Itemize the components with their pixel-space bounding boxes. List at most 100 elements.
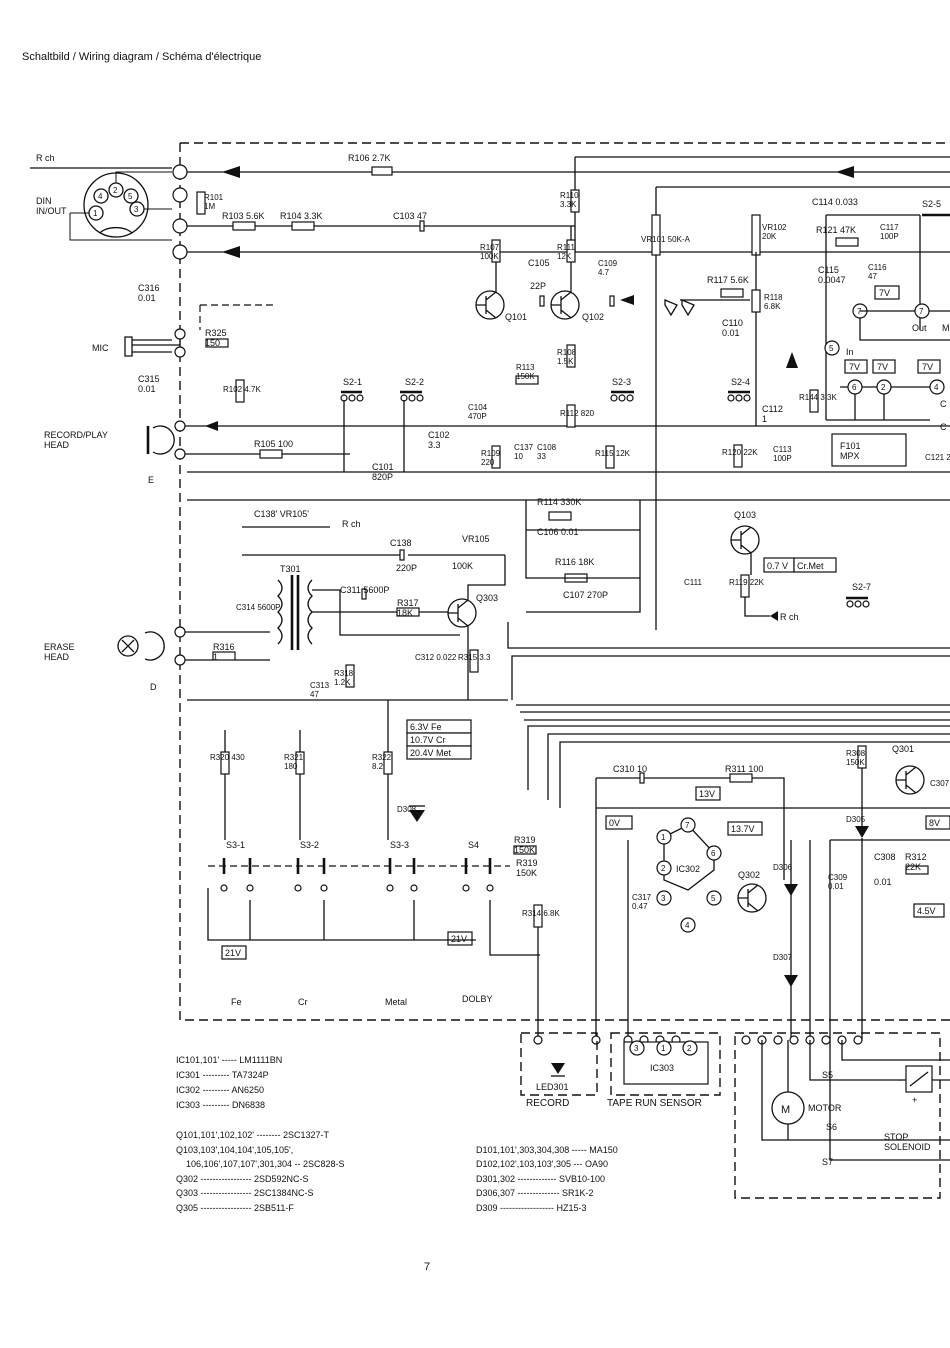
diagram-label: 20.4V Met (410, 748, 452, 758)
diagram-label: R102 4.7K (223, 385, 261, 394)
mpx-filter-f101 (831, 433, 907, 467)
diagram-label: 21V (225, 948, 241, 958)
diagram-label: Q305 ----------------- 2SB511-F (176, 1203, 294, 1213)
diagram-label: C138 (390, 538, 412, 548)
diagram-label: 6 (852, 383, 857, 392)
diagram-label: 4.5V (917, 906, 936, 916)
resistor-r105 (259, 449, 283, 459)
parts-list-diodes: D101,101',303,304,308 ----- MA150 D102,1… (476, 1145, 618, 1213)
diagram-label: Cr.Met (797, 561, 824, 571)
page-number: 7 (424, 1261, 430, 1273)
transformer-t301: T301 (277, 564, 313, 650)
diagram-label: S5 (822, 1070, 833, 1080)
resistor-r108 (566, 344, 576, 368)
diagram-label: D301,302 ------------- SVB10-100 (476, 1174, 605, 1184)
diagram-label: S2-2 (405, 377, 424, 387)
capacitor-c109 (609, 295, 615, 307)
diagram-label: 4 (934, 383, 939, 392)
diagram-label: C107 270P (563, 590, 608, 600)
diagram-label: 3 (634, 1044, 639, 1053)
diagram-label: Q303 ----------------- 2SC1384NC-S (176, 1188, 314, 1198)
diagram-label: S2-5 (922, 199, 941, 209)
diagram-label: C121 220 (925, 453, 950, 462)
diagram-label: E (148, 475, 154, 485)
resistor-r316 (212, 651, 236, 661)
diagram-label: 106,106',107,107',301,304 -- 2SC828-S (186, 1159, 345, 1169)
resistor-r311 (729, 773, 753, 783)
diagram-label: + (912, 1095, 917, 1105)
diagram-label: C314 5600P (236, 603, 280, 612)
diagram-label: IC303 --------- DN6838 (176, 1100, 265, 1110)
diagram-label: S2-7 (852, 582, 871, 592)
voltage-box-13v (695, 786, 721, 801)
diagram-label: R105 100 (254, 439, 293, 449)
resistor-r115 (605, 445, 615, 469)
diagram-label: R120 22K (722, 448, 758, 457)
diagram-label: C312 0.022 (415, 653, 457, 662)
capacitor-c105 (539, 295, 545, 307)
diagram-label: IC302 (676, 864, 700, 874)
diagram-label: 2 (687, 1044, 692, 1053)
diagram-label: DOLBY (462, 994, 493, 1004)
diagram-label: 22P (530, 281, 546, 291)
capacitor-c138 (399, 549, 405, 561)
diagram-label: D305 (846, 815, 866, 824)
diagram-label: 7 (919, 307, 924, 316)
diagram-label: C (940, 422, 947, 432)
diagram-label: D306 (773, 863, 793, 872)
diagram-label: R114 330K (537, 497, 581, 507)
switch-bank-s3: S3-1 S3-2 S3-3 S4 (208, 840, 510, 892)
diagram-label: R117 5.6K (707, 275, 749, 285)
switch-s2-3: S2-3 (610, 377, 634, 402)
resistor-r111 (566, 239, 576, 263)
diagram-label: 13V (699, 789, 715, 799)
diagram-label: 2 (661, 864, 666, 873)
diagram-label: 2 (881, 383, 886, 392)
diagram-label: R112 820 (560, 409, 595, 418)
diagram-label: S4 (468, 840, 479, 850)
diagram-label: MOTOR (808, 1103, 842, 1113)
diagram-label: Q101,101',102,102' -------- 2SC1327-T (176, 1130, 330, 1140)
pot-vr101 (651, 214, 661, 256)
diagram-label: Q103 (734, 510, 756, 520)
voltage-box-8v (925, 815, 950, 830)
diagram-label: C105 (528, 258, 550, 268)
switch-s2-1: S2-1 (340, 377, 364, 402)
diagram-label: IC302 --------- AN6250 (176, 1085, 264, 1095)
diagram-label: D102,102',103,103',305 --- OA90 (476, 1159, 608, 1169)
voltage-box-0v (605, 815, 633, 830)
resistor-r114 (548, 511, 572, 521)
diagram-label: S6 (826, 1122, 837, 1132)
diagram-label: R320 430 (210, 753, 245, 762)
voltage-box-7v-a (874, 285, 900, 300)
voltage-box-met (406, 745, 472, 760)
diagram-label: M (781, 1104, 790, 1116)
diagram-label: S3-2 (300, 840, 319, 850)
diagram-label: R104 3.3K (280, 211, 323, 221)
diagram-label: IC101,101' ----- LM1111BN (176, 1055, 282, 1065)
diagram-label: Fe (231, 997, 242, 1007)
switch-s2-7: S2-7 (846, 582, 871, 608)
